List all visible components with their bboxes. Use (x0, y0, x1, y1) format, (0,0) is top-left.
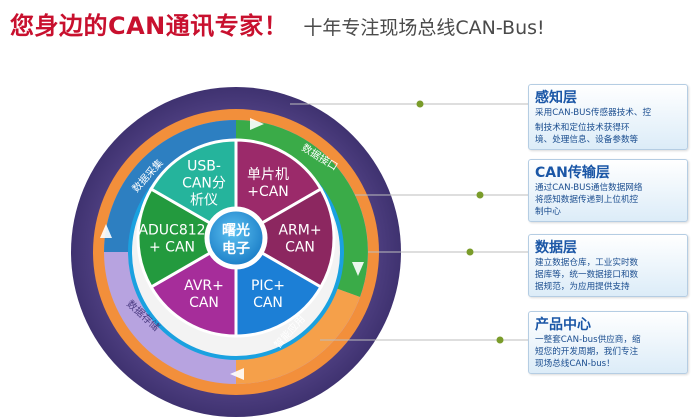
arrow-right (352, 262, 364, 276)
callout-products: 产品中心 一整套CAN-bus供应商，缩 短您的开发周期，我们专注 现场总线CA… (528, 311, 688, 374)
center-label-1: 曙光 (222, 222, 250, 239)
connector-dot-3 (466, 248, 474, 256)
seg-mcu-can-label-1: 单片机 (247, 167, 289, 183)
arrow-bottom (230, 368, 244, 380)
headline: 您身边的CAN通讯专家！ (10, 12, 289, 40)
seg-usb-can-analyzer-label-1: USB- (187, 159, 221, 175)
seg-avr-can (149, 250, 238, 338)
connector-dots (416, 100, 504, 344)
seg-avr-can-label-1: AVR+ (184, 278, 224, 294)
seg-arm-can-label-2: CAN (285, 240, 315, 256)
callout-transport-desc-3: 制中心 (535, 207, 561, 217)
connector-dot-4 (496, 336, 504, 344)
callout-products-desc-1: 一整套CAN-bus供应商，缩 (535, 335, 641, 345)
seg-pic-can (234, 250, 323, 338)
callout-data: 数据层 建立数据仓库，工业实时数 据库等，统一数据接口和数 据规范，为应用提供支… (528, 234, 688, 297)
callout-transport: CAN传输层 通过CAN-BUS通信数据网络 将感知数据传递到上位机控 制中心 (528, 159, 688, 222)
seg-usb-can-analyzer-label-3: 析仪 (190, 193, 218, 209)
seg-mcu-can (234, 138, 323, 226)
seg-mcu-can-label-2: +CAN (247, 184, 289, 200)
seg-pic-can-label-1: PIC+ (251, 278, 285, 294)
banner: 您身边的CAN通讯专家！ 十年专注现场总线CAN-Bus! (10, 6, 545, 46)
seg-arm-can-label-1: ARM+ (278, 223, 321, 239)
seg-avr-can-label-2: CAN (189, 295, 219, 311)
callout-sensing-title: 感知层 (535, 90, 577, 106)
callout-transport-title: CAN传输层 (535, 165, 610, 181)
center-label-2: 电子 (222, 240, 250, 257)
tagline: 十年专注现场总线CAN-Bus! (303, 17, 545, 39)
center-circle (206, 208, 266, 268)
seg-aduc812-can-label-2: + CAN (149, 240, 195, 256)
callout-data-desc-2: 据库等，统一数据接口和数 (535, 270, 639, 280)
seg-usb-can-analyzer-label-2: CAN分 (182, 176, 226, 192)
seg-aduc812-can-label-1: ADUC812 (138, 223, 205, 239)
callout-products-desc-3: 现场总线CAN-bus！ (535, 359, 615, 369)
callout-transport-desc-1: 通过CAN-BUS通信数据网络 (535, 183, 643, 193)
callout-transport-desc-2: 将感知数据传递到上位机控 (535, 195, 639, 205)
callout-sensing-desc-1: 采用CAN-BUS传感器技术、控 (535, 108, 652, 118)
callout-sensing: 感知层 采用CAN-BUS传感器技术、控 制技术和定位技术获得环 境、处理信息、… (528, 84, 688, 150)
callout-data-title: 数据层 (535, 240, 577, 256)
seg-pic-can-label-2: CAN (253, 295, 283, 311)
connector-dot-1 (416, 100, 424, 108)
connector-dot-2 (476, 191, 484, 199)
callout-sensing-desc-2: 制技术和定位技术获得环 (535, 123, 630, 133)
callout-products-desc-2: 短您的开发周期，我们专注 (535, 347, 639, 357)
callout-products-title: 产品中心 (535, 317, 591, 333)
seg-usb-can-analyzer (149, 138, 238, 226)
arrow-left (100, 224, 112, 238)
flow-arrows (100, 118, 364, 380)
arrow-top (250, 118, 264, 130)
callout-data-desc-1: 建立数据仓库，工业实时数 (535, 258, 639, 268)
callout-sensing-desc-3: 境、处理信息、设备参数等 (535, 135, 639, 145)
callout-data-desc-3: 据规范，为应用提供支持 (535, 282, 630, 292)
